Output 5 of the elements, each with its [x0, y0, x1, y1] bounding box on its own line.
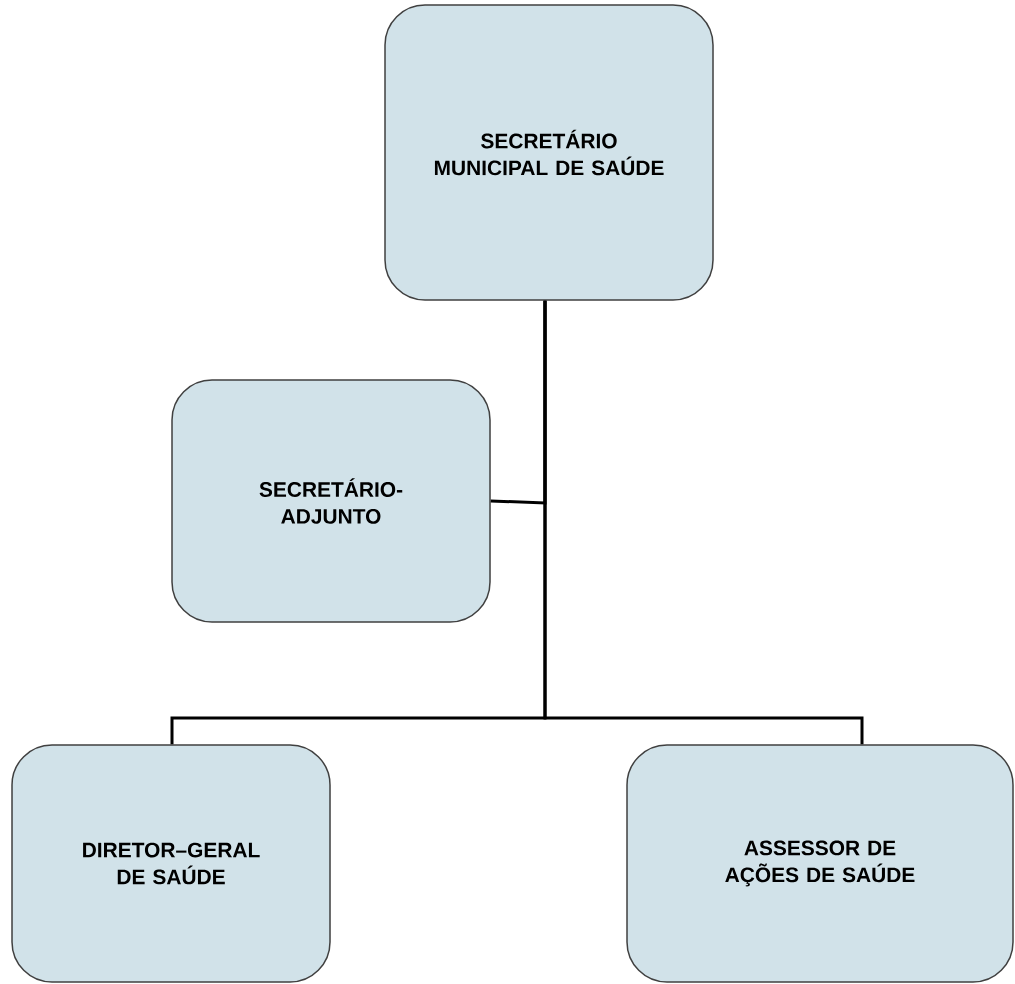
org-box: SECRETÁRIO-ADJUNTO	[171, 379, 491, 623]
org-box: SECRETÁRIO MUNICIPAL DE SAÚDE	[384, 4, 714, 301]
org-box: DIRETOR–GERAL DE SAÚDE	[11, 744, 331, 983]
connector-line	[543, 300, 864, 745]
org-box: ASSESSOR DE AÇÕES DE SAÚDE	[626, 744, 1014, 983]
